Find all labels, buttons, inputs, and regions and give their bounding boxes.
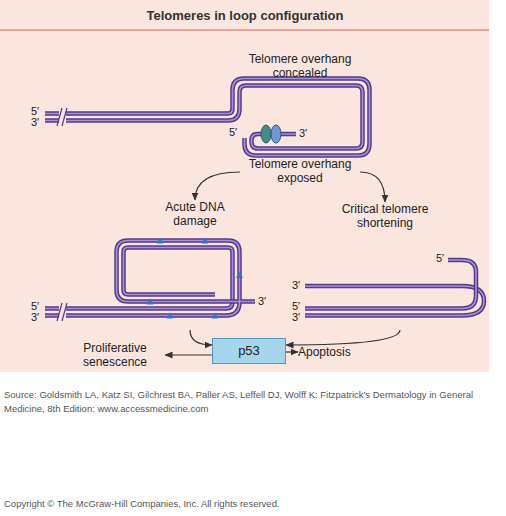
- node-text: Telomere overhang exposed: [240, 157, 360, 185]
- t-loop: [45, 79, 370, 156]
- strand-end-label: 5′: [229, 126, 237, 138]
- outcome-label: Apoptosis: [298, 344, 360, 360]
- dna-strand: [45, 241, 255, 316]
- damage-mark: [157, 238, 164, 244]
- dna-strand: [305, 286, 484, 316]
- state-label: Telomere overhang concealedTelomere over…: [240, 50, 360, 186]
- strand-end-label: 3′: [258, 295, 266, 307]
- dna-strand: [45, 79, 370, 156]
- shelterin-protein: [271, 125, 281, 143]
- flow-arrow: [286, 330, 400, 345]
- flow-arrow: [286, 351, 298, 352]
- strand-end-label: 3′: [299, 127, 307, 139]
- damage-mark: [212, 313, 219, 319]
- node-text: Apoptosis: [298, 345, 360, 359]
- dna-strand-highlight: [305, 260, 476, 309]
- pathway-label: Critical telomere shortening: [285, 202, 490, 330]
- source-note: Source: Goldsmith LA, Katz SI, Gilchrest…: [4, 388, 502, 416]
- outcome-label: Proliferative senescence: [65, 340, 165, 370]
- strand-end-label: 3′: [292, 279, 300, 291]
- dna-strand: [45, 86, 363, 149]
- strand-end-label: 5′: [31, 300, 39, 312]
- node-text: Proliferative senescence: [65, 341, 165, 369]
- flow-arrow: [360, 172, 385, 202]
- node-text: Telomere overhang concealed: [240, 52, 360, 80]
- strand-end-label: 5′: [436, 252, 444, 264]
- pathway-label: Acute DNA damage: [28, 200, 273, 330]
- flow-arrow: [195, 172, 240, 200]
- copyright-note: Copyright © The McGraw-Hill Companies, I…: [4, 497, 502, 511]
- dna-strand: [305, 260, 476, 309]
- damage-mark: [147, 299, 154, 305]
- strand-end-label: 3′: [31, 116, 39, 128]
- flow-arrow: [165, 354, 212, 355]
- node-text: Acute DNA damage: [145, 200, 245, 228]
- shelterin-protein: [261, 125, 271, 143]
- dna-strand-highlight: [305, 286, 484, 316]
- break-mark: [57, 303, 62, 321]
- damage-mark: [236, 272, 243, 278]
- shortened-telomere: [305, 260, 484, 316]
- node-text: Critical telomere shortening: [330, 202, 440, 230]
- panel-background: [0, 0, 489, 372]
- box-text: p53: [213, 339, 285, 363]
- damage-mark: [202, 238, 209, 244]
- damaged-loop: [45, 241, 255, 316]
- dna-strand-highlight: [45, 86, 363, 149]
- break-mark: [62, 303, 67, 321]
- damage-mark: [167, 313, 174, 319]
- dna-strand-highlight: [45, 241, 255, 316]
- strand-end-label: 5′: [292, 300, 300, 312]
- diagram-title: Telomeres in loop configuration: [0, 8, 490, 24]
- strand-end-label: 3′: [31, 311, 39, 323]
- strand-end-label: 3′: [292, 311, 300, 323]
- process-box: p53: [212, 338, 286, 364]
- title-rule: [0, 29, 489, 31]
- strand-end-label: 5′: [31, 105, 39, 117]
- flow-arrow: [190, 330, 212, 345]
- break-mark: [57, 108, 62, 126]
- break-mark: [62, 108, 67, 126]
- dna-strand-highlight: [45, 79, 370, 156]
